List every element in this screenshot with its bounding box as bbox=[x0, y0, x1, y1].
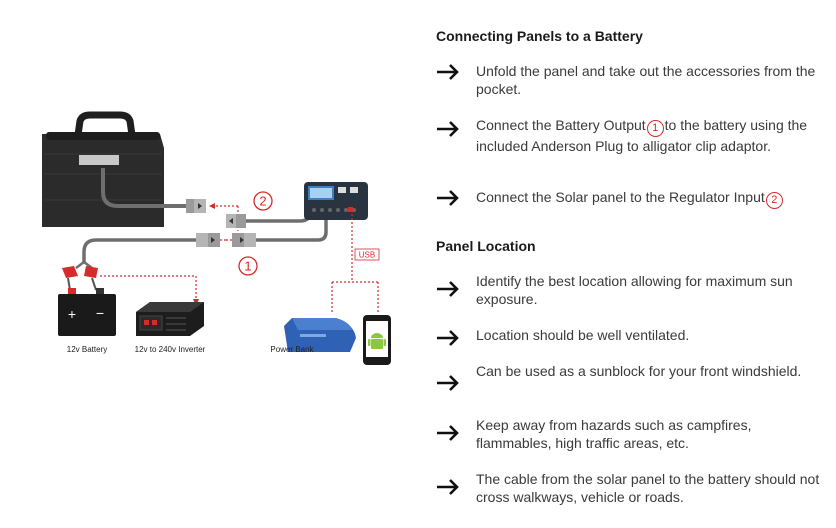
right-arrow-icon bbox=[437, 281, 459, 297]
right-arrow-icon bbox=[437, 330, 459, 346]
marker-2-inline: 2 bbox=[765, 192, 783, 209]
solar-regulator bbox=[304, 182, 368, 220]
marker-1-inline: 1 bbox=[646, 120, 664, 137]
svg-text:−: − bbox=[96, 305, 104, 321]
instruction-text: Unfold the panel and take out the access… bbox=[476, 63, 816, 97]
instruction-text: Can be used as a sunblock for your front… bbox=[476, 363, 802, 379]
svg-text:+: + bbox=[68, 306, 76, 322]
power-bank bbox=[284, 318, 356, 352]
right-arrow-icon bbox=[437, 64, 459, 80]
usb-connection-dotted bbox=[331, 214, 379, 314]
right-arrow-icon bbox=[437, 425, 459, 441]
instruction-text: The cable from the solar panel to the ba… bbox=[476, 471, 820, 505]
android-icon bbox=[368, 333, 386, 349]
svg-text:1: 1 bbox=[244, 259, 251, 274]
anderson-plug-regulator-input bbox=[226, 214, 246, 228]
alligator-clips bbox=[62, 266, 98, 291]
anderson-plug-battery-output bbox=[196, 233, 256, 247]
section-title-location: Panel Location bbox=[436, 238, 536, 254]
instructions-panel: Connecting Panels to a Battery Unfold th… bbox=[436, 0, 836, 528]
right-arrow-icon bbox=[437, 479, 459, 495]
usb-label: USB bbox=[354, 248, 380, 261]
inverter bbox=[136, 302, 204, 336]
svg-text:USB: USB bbox=[359, 251, 375, 260]
solar-wiring-diagram: 2 1 bbox=[42, 111, 391, 365]
section-title-connecting: Connecting Panels to a Battery bbox=[436, 28, 643, 44]
instruction-text: Location should be well ventilated. bbox=[476, 327, 690, 343]
right-arrow-icon bbox=[437, 121, 459, 137]
instruction-text: Connect the Solar panel to the Regulator… bbox=[476, 188, 821, 209]
right-arrow-icon bbox=[437, 375, 459, 391]
instruction-text: Identify the best location allowing for … bbox=[476, 273, 793, 307]
inverter-label: 12v to 240v Inverter bbox=[135, 345, 206, 354]
battery-12v: + − bbox=[58, 288, 116, 336]
power-bank-label: Power Bank bbox=[270, 345, 314, 354]
phone bbox=[363, 315, 391, 365]
instruction-text: Keep away from hazards such as campfires… bbox=[476, 417, 752, 451]
svg-text:2: 2 bbox=[259, 194, 266, 209]
anderson-plug-panel bbox=[186, 199, 206, 213]
right-arrow-icon bbox=[437, 190, 459, 206]
marker-1: 1 bbox=[238, 256, 258, 276]
panel-cable bbox=[101, 168, 186, 208]
battery-label: 12v Battery bbox=[67, 345, 107, 354]
marker-2: 2 bbox=[253, 191, 273, 211]
